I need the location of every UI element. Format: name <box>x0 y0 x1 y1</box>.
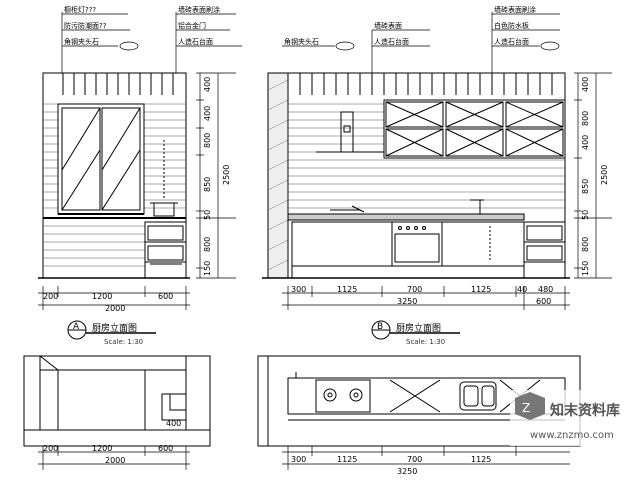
plan-b <box>258 356 580 446</box>
elevation-b-wall-tiles <box>288 104 565 208</box>
vdim-a-3: 800 <box>203 133 212 148</box>
callout-a-right-3: 人造石台面 <box>178 37 213 46</box>
vdim-a-4: 850 <box>203 177 212 192</box>
elevation-b-side-wall <box>268 73 288 278</box>
elevation-b-right-appliance <box>524 222 565 278</box>
vdim-b-6: 800 <box>581 237 590 252</box>
hdim-a-3: 600 <box>158 292 173 301</box>
elevation-b <box>262 73 570 278</box>
vdim-a-6: 800 <box>203 237 212 252</box>
elevation-b-faucet <box>470 200 484 214</box>
plan-b-dim-4: 1125 <box>471 455 491 464</box>
callout-b-mid-2: 人造石台面 <box>374 37 409 46</box>
hdim-b-4: 1125 <box>471 285 491 294</box>
elevation-b-vertical-dims: 400 800 400 850 50 800 150 2500 <box>574 73 612 278</box>
elevation-b-cooktop <box>330 206 364 212</box>
watermark-url: www.znzmo.com <box>530 430 614 441</box>
elevation-a-caption: A 厨房立面图 Scale: 1:30 <box>68 321 156 346</box>
elevation-a-callouts: 橱柜灯??? 防污防潮面?? 角钢夹头石 墙砖表面刷涂 铝合金门 人造石台面 <box>62 5 242 73</box>
caption-a-title: 厨房立面图 <box>92 322 137 334</box>
callout-b-mid-1: 墙砖表面 <box>374 21 402 30</box>
hdim-b-sub: 600 <box>536 297 551 306</box>
elevation-a-ceiling-lights <box>63 73 173 95</box>
elevation-b-countertop <box>288 214 524 220</box>
elevation-b-caption: B 厨房立面图 Scale: 1:30 <box>372 321 460 346</box>
elevation-a-window <box>58 104 144 214</box>
caption-b-scale: Scale: 1:30 <box>406 338 445 346</box>
watermark-logo-icon: Z <box>515 392 545 420</box>
callout-b-right-1: 墙砖表面刷涂 <box>494 5 536 14</box>
callout-b-left-1: 角钢夹头石 <box>284 37 319 46</box>
elevation-b-callouts: 角钢夹头石 墙砖表面 人造石台面 墙砖表面刷涂 白色防水板 人造石台面 <box>282 5 560 73</box>
vdim-b-2: 800 <box>581 111 590 126</box>
plan-b-dim-total: 3250 <box>397 467 417 476</box>
hdim-a-total: 2000 <box>105 304 125 313</box>
vdim-b-1: 400 <box>581 77 590 92</box>
svg-text:Z: Z <box>522 401 530 415</box>
vdim-a-2: 400 <box>203 106 212 121</box>
callout-a-right-2: 铝合金门 <box>178 21 206 30</box>
elevation-a-pot <box>150 140 178 216</box>
callout-a-left-2: 防污防潮面?? <box>64 21 107 30</box>
vdim-b-total: 2500 <box>600 165 609 185</box>
vdim-a-7: 150 <box>203 261 212 276</box>
vdim-a-total: 2500 <box>222 165 231 185</box>
plan-a-dims: 200 1200 600 2000 <box>38 444 190 470</box>
plan-b-dim-3: 700 <box>407 455 422 464</box>
elevation-b-horizontal-dims: 300 1125 700 1125 40 480 3250 600 <box>282 285 570 310</box>
plan-a-dim-3: 600 <box>158 444 173 453</box>
hdim-b-5: 40 <box>517 285 527 294</box>
callout-a-right-1: 墙砖表面刷涂 <box>178 5 220 14</box>
plan-a-label-400: 400 <box>166 419 181 428</box>
vdim-a-1: 400 <box>203 77 212 92</box>
plan-b-dim-1: 300 <box>291 455 306 464</box>
plan-a-dim-1: 200 <box>43 444 58 453</box>
vdim-b-5: 50 <box>581 210 590 220</box>
vdim-b-3: 400 <box>581 135 590 150</box>
watermark-site-name: 知末资料库 <box>550 402 620 419</box>
watermark: Z 知末资料库 www.znzmo.com <box>510 390 638 446</box>
elevation-b-upper-cabinets <box>384 100 565 158</box>
caption-a-scale: Scale: 1:30 <box>104 338 143 346</box>
elevation-b-lower-cabinets <box>292 222 524 278</box>
hdim-b-1: 300 <box>291 285 306 294</box>
vdim-b-7: 150 <box>581 261 590 276</box>
caption-a-letter: A <box>73 322 80 332</box>
elevation-b-range-hood <box>316 112 384 152</box>
hdim-b-3: 700 <box>407 285 422 294</box>
plan-a-dim-total: 2000 <box>105 456 125 465</box>
vdim-a-5: 50 <box>203 210 212 220</box>
plan-b-dims: 300 1125 700 1125 3250 <box>282 446 570 476</box>
elevation-a-horizontal-dims: 200 1200 600 2000 <box>38 286 190 313</box>
hdim-b-total: 3250 <box>397 297 417 306</box>
hdim-a-2: 1200 <box>92 292 112 301</box>
elevation-b-ceiling-lights <box>300 73 552 95</box>
caption-b-title: 厨房立面图 <box>396 322 441 334</box>
hdim-a-1: 200 <box>43 292 58 301</box>
plan-a <box>24 356 210 446</box>
callout-b-right-3: 人造石台面 <box>494 37 529 46</box>
callout-b-right-2: 白色防水板 <box>494 21 529 30</box>
elevation-a <box>38 73 190 278</box>
callout-a-left-1: 橱柜灯??? <box>64 5 96 14</box>
hdim-b-2: 1125 <box>337 285 357 294</box>
plan-a-dim-2: 1200 <box>92 444 112 453</box>
hdim-b-6: 480 <box>538 285 553 294</box>
caption-b-letter: B <box>377 322 383 332</box>
plan-b-dim-2: 1125 <box>337 455 357 464</box>
vdim-b-4: 850 <box>581 179 590 194</box>
elevation-a-oven <box>145 222 186 278</box>
elevation-a-vertical-dims: 400 400 800 850 50 800 150 2500 <box>196 73 236 278</box>
callout-a-left-3: 角钢夹头石 <box>64 37 99 46</box>
